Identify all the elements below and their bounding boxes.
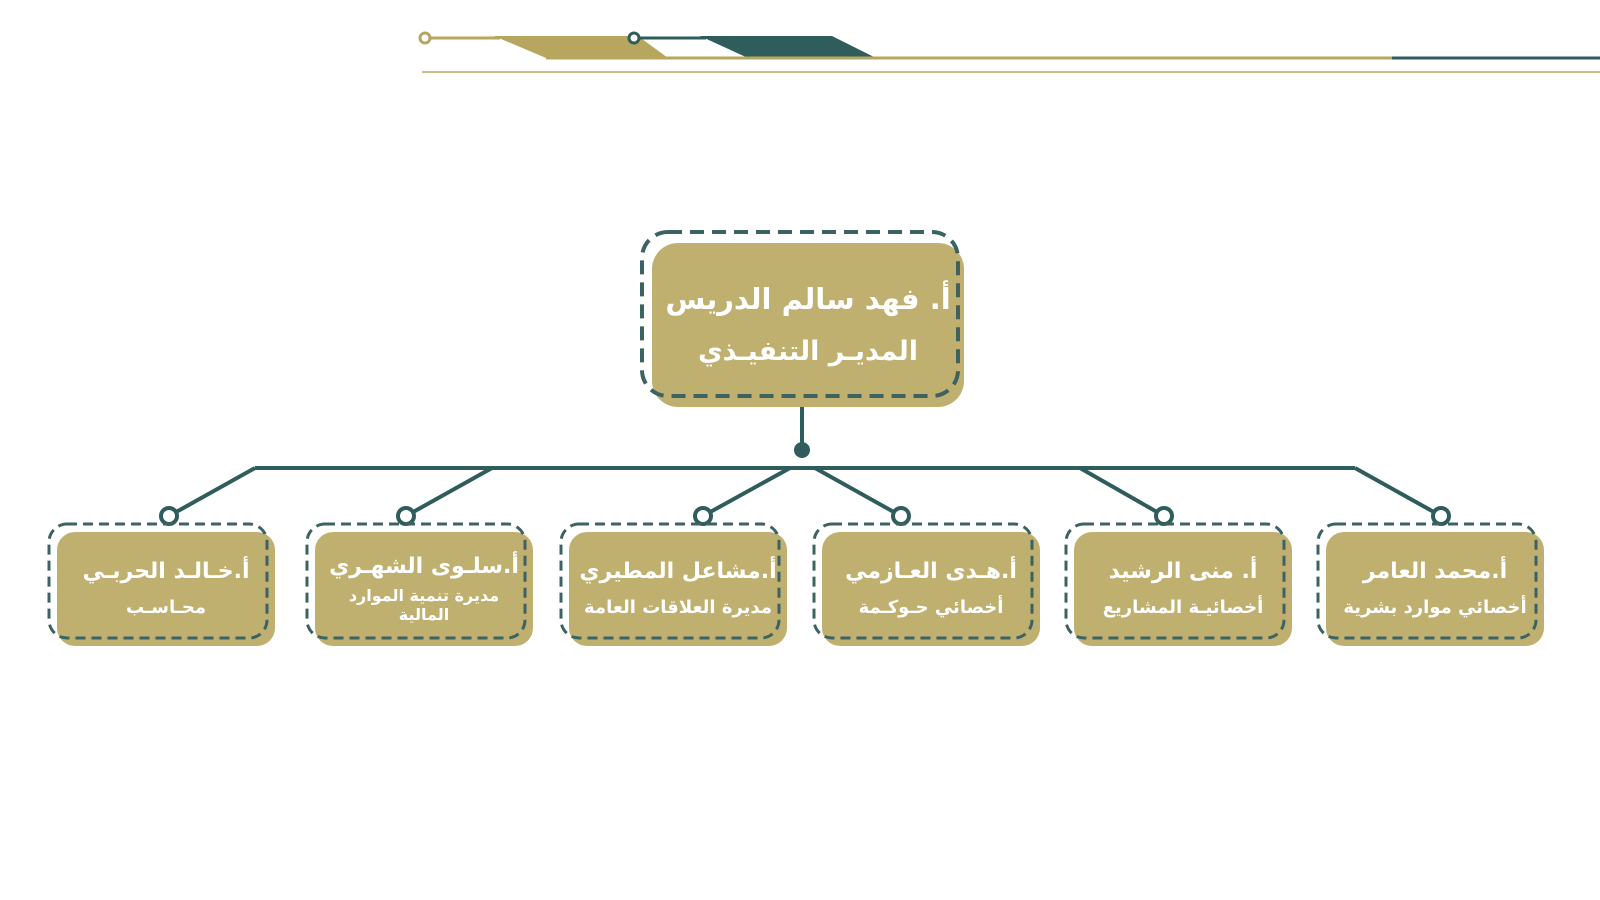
connector-node xyxy=(693,506,713,526)
connector-node xyxy=(1154,506,1174,526)
member-card-public-relations: أ.مشاعل المطيري مديرة العلاقات العامة xyxy=(569,532,787,646)
member-role: مديرة تنمية الموارد المالية xyxy=(348,586,500,624)
executive-director-role: المديـر التنفيـذي xyxy=(697,336,919,368)
member-name: أ. منى الرشيد xyxy=(1108,559,1258,585)
member-name: أ.محمد العامر xyxy=(1362,559,1508,585)
connector-node xyxy=(396,506,416,526)
member-role: أخصائي موارد بشرية xyxy=(1343,597,1527,619)
member-card-accountant: أ.خـالـد الحربـي محـاسـب xyxy=(57,532,275,646)
member-name: أ.هـدى العـازمي xyxy=(845,559,1017,585)
connector-node xyxy=(1431,506,1451,526)
member-role: محـاسـب xyxy=(126,597,206,619)
member-name: أ.خـالـد الحربـي xyxy=(82,559,250,585)
executive-director-card: أ. فهد سالم الدريس المديـر التنفيـذي xyxy=(652,243,964,407)
member-name: أ.مشاعل المطيري xyxy=(579,559,777,585)
member-role: مديرة العلاقات العامة xyxy=(584,597,772,619)
member-role: أخصائيـة المشاريع xyxy=(1102,597,1264,619)
executive-director-name: أ. فهد سالم الدريس xyxy=(665,282,951,317)
member-card-financial-development: أ.سلـوى الشهـري مديرة تنمية الموارد الما… xyxy=(315,532,533,646)
member-name: أ.سلـوى الشهـري xyxy=(329,554,519,580)
member-card-projects: أ. منى الرشيد أخصائيـة المشاريع xyxy=(1074,532,1292,646)
connector-node xyxy=(891,506,911,526)
junction-dot xyxy=(794,442,810,458)
member-card-governance: أ.هـدى العـازمي أخصائي حـوكـمة xyxy=(822,532,1040,646)
member-card-hr: أ.محمد العامر أخصائي موارد بشرية xyxy=(1326,532,1544,646)
connector-node xyxy=(159,506,179,526)
member-role: أخصائي حـوكـمة xyxy=(858,597,1004,619)
